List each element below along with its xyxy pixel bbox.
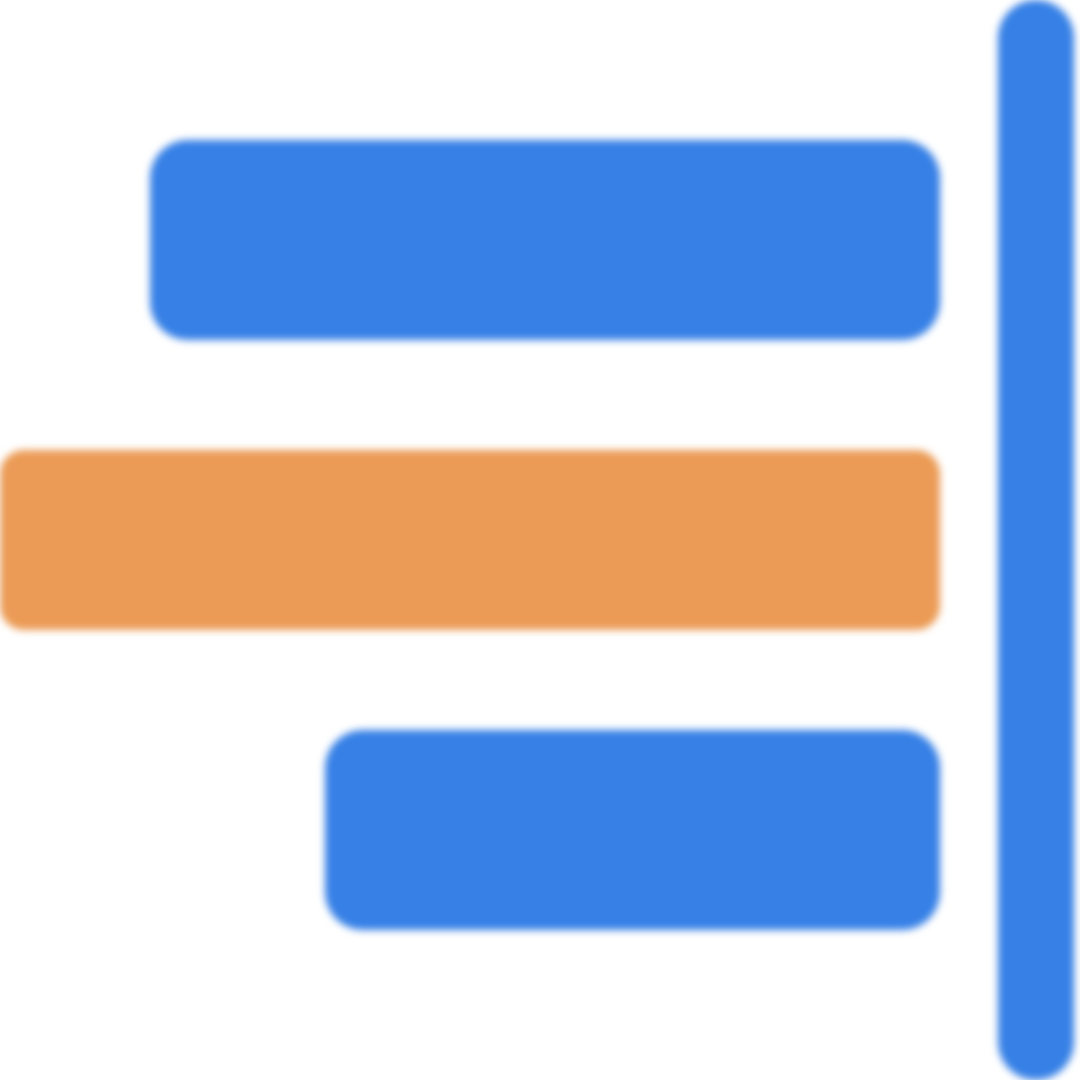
alignment-line — [998, 0, 1074, 1080]
bar-bottom — [325, 730, 940, 930]
bar-middle — [0, 450, 940, 630]
bar-top — [150, 140, 940, 340]
